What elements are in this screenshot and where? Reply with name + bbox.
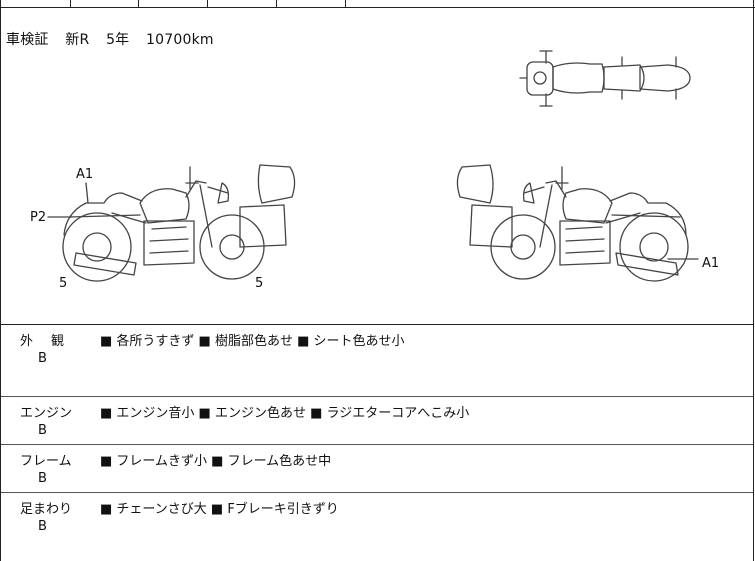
motorcycle-drawings: A1 P2 5 5 A1 xyxy=(30,50,719,291)
left-side-motorcycle xyxy=(47,164,296,282)
table-divider xyxy=(70,0,71,7)
section-grade: B xyxy=(38,519,47,534)
section-row: 足まわり B ■ チェーンさび大 ■ Fブレーキ引きずり xyxy=(0,492,754,561)
top-table-edge xyxy=(0,0,755,8)
section-notes: ■ エンジン音小 ■ エンジン色あせ ■ ラジエターコアへこみ小 xyxy=(100,406,470,421)
label-a1-right: A1 xyxy=(702,256,719,271)
section-category: 足まわり xyxy=(20,502,73,517)
top-view-motorcycle xyxy=(519,50,691,107)
certificate-status: 新R xyxy=(65,32,90,48)
right-side-motorcycle xyxy=(456,164,699,282)
section-grade: B xyxy=(38,351,47,366)
section-notes: ■ チェーンさび大 ■ Fブレーキ引きずり xyxy=(100,502,339,517)
label-front-tire: 5 xyxy=(59,276,67,291)
table-divider xyxy=(207,0,208,7)
label-a1-left: A1 xyxy=(76,167,93,182)
table-divider xyxy=(138,0,139,7)
label-rear-tire: 5 xyxy=(255,276,263,291)
a1-leader-left xyxy=(85,182,89,204)
section-category: フレーム xyxy=(20,454,72,469)
section-notes: ■ 各所うすきず ■ 樹脂部色あせ ■ シート色あせ小 xyxy=(100,334,405,349)
sheet-border xyxy=(753,0,754,561)
section-notes: ■ フレームきず小 ■ フレーム色あせ中 xyxy=(100,454,332,469)
section-row: フレーム B ■ フレームきず小 ■ フレーム色あせ中 xyxy=(0,444,754,493)
damage-diagram: 車検証 新R 5年 10700km xyxy=(0,7,754,325)
section-category: エンジン xyxy=(20,406,73,421)
table-divider xyxy=(345,0,346,7)
sheet-border xyxy=(0,0,1,561)
certificate-mileage: 10700km xyxy=(146,32,214,48)
section-row: 外観 B ■ 各所うすきず ■ 樹脂部色あせ ■ シート色あせ小 xyxy=(0,324,754,397)
section-grade: B xyxy=(38,423,47,438)
section-category: 外観 xyxy=(20,334,83,349)
table-divider xyxy=(276,0,277,7)
certificate-info: 車検証 新R 5年 10700km xyxy=(6,29,214,49)
section-row: エンジン B ■ エンジン音小 ■ エンジン色あせ ■ ラジエターコアへこみ小 xyxy=(0,396,754,445)
certificate-period: 5年 xyxy=(106,32,130,48)
certificate-label: 車検証 xyxy=(6,32,49,48)
label-p2: P2 xyxy=(30,210,46,225)
section-grade: B xyxy=(38,471,47,486)
